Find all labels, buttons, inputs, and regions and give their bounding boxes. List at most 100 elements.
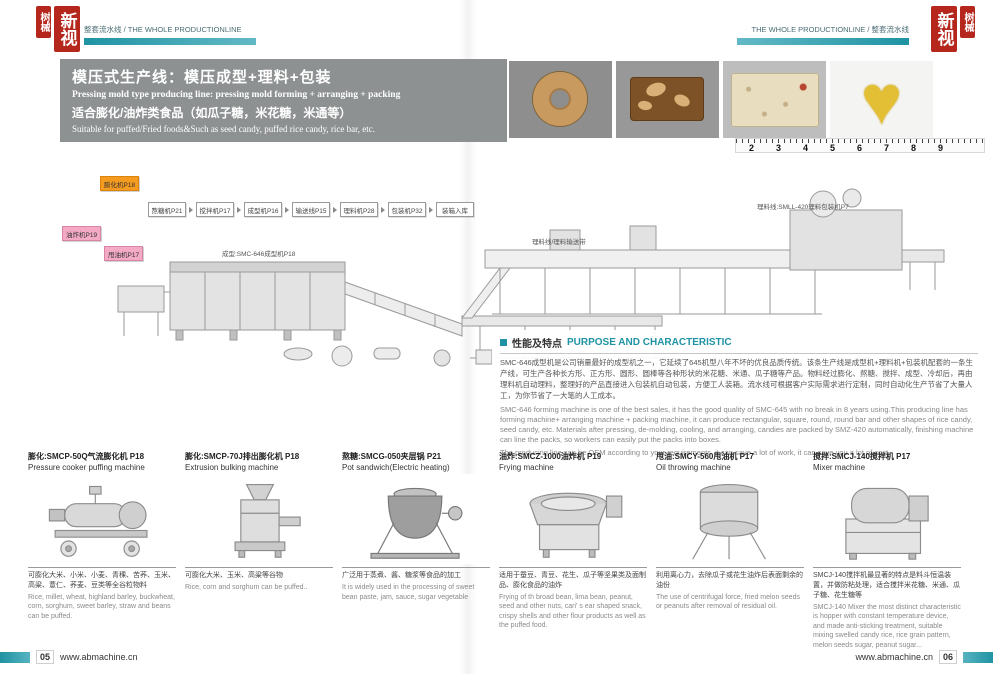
flow-step: 搅拌机P17 [196,202,234,217]
site-url-right: www.abmachine.cn [855,652,933,662]
flow-arrow-icon [285,206,289,213]
header-left-label: 整套流水线 / THE WHOLE PRODUCTIONLINE [84,25,242,34]
product-desc-en: The use of centrifugal force, fried melo… [656,593,800,611]
product-name-en: Mixer machine [813,463,866,473]
production-line-diagram: 膨化机P18 熬糖机P21 搅拌机P17 成型机P16 输送线P15 理料机P2… [30,158,960,450]
divider [499,567,647,569]
brand-seal-large: 新视 [931,6,957,52]
product-photo [656,474,804,565]
purpose-paragraph-en-1: SMC-646 forming machine is one of the be… [500,404,974,444]
flow-arrow-icon [189,206,193,213]
flow-box-puffing: 膨化机P18 [100,176,140,191]
purpose-title-en: PURPOSE AND CHARACTERISTIC [567,337,732,348]
product-card-puffing-machine: 膨化:SMCP-50Q气流膨化机 P18 Pressure cooker puf… [28,452,176,650]
ruler-strip: 23456789 [735,138,985,153]
millet-heart-shape: ♥ [860,61,903,138]
product-card-extrusion-machine: 膨化:SMCP-70J排出膨化机 P18 Extrusion bulking m… [185,452,333,650]
product-caption: 膨化:SMCP-70J排出膨化机 P18 [185,452,300,461]
frying-machine-photo [529,492,623,559]
product-desc-cn: 可膨化大米、小米、小麦、青稞、苦荞、玉米、高粱、薏仁、荞麦、豆类等全谷粒物料 [28,572,175,590]
product-name-en: Pressure cooker puffing machine [28,463,145,473]
products-row: 膨化:SMCP-50Q气流膨化机 P18 Pressure cooker puf… [28,452,965,650]
purpose-section: 性能及特点 PURPOSE AND CHARACTERISTIC SMC-646… [492,330,986,463]
divider [342,567,490,569]
product-desc-en: Frying of th broad bean, lima bean, pean… [499,593,646,630]
brand-seal-small: 树械 [36,6,51,38]
mixer-machine-photo [845,488,929,561]
ruler-numbers: 23456789 [749,143,966,153]
header-right: THE WHOLE PRODUCTIONLINE / 整套流水线 [737,24,909,45]
header-left: 整套流水线 / THE WHOLE PRODUCTIONLINE [84,24,256,45]
flow-arrow-icon [237,206,241,213]
product-card-oil-throwing-machine: 甩油:SMCY-560甩油机 P17 Oil throwing machine … [656,452,804,650]
product-desc-en: Rice, corn and sorghum can be puffed.. [185,584,308,592]
pressure-cooker-puffing-machine-photo [48,486,148,558]
flowchart-steps-row: 熬糖机P21 搅拌机P17 成型机P16 输送线P15 理料机P28 包装机P3… [148,202,474,217]
extrusion-bulking-machine-photo [234,484,301,559]
purpose-paragraph-cn: SMC-646成型机是公司销量最好的成型机之一，它延续了645机型八年不坏的优良… [500,358,973,400]
page-subtitle-en: Suitable for puffed/Fried foods&Such as … [72,124,376,134]
product-photo [28,474,176,565]
purpose-paragraph-en-2: The producing line can be OEM according … [500,448,891,457]
footer-accent-bar [0,651,30,663]
product-name-en: Extrusion bulking machine [185,463,279,473]
square-bullet-icon [500,339,507,346]
page-subtitle-cn: 适合膨化/油炸类食品（如瓜子糖，米花糖，米通等） [72,106,352,120]
product-desc-en: Rice, millet, wheat, highland barley, bu… [28,593,175,620]
divider [656,567,804,569]
jacketed-pot-photo [370,488,463,560]
flow-step: 熬糖机P21 [148,202,186,217]
page-number-right: 06 [938,650,957,664]
page-title-en: Pressing mold type producing line: press… [72,90,401,100]
product-caption: 膨化:SMCP-50Q气流膨化机 P18 [28,452,145,461]
flow-box-oil-throwing: 甩油机P17 [104,246,144,261]
photo-rice-bar [723,61,826,138]
photo-seed-candy-ring [509,61,612,138]
footer-left: 05 www.abmachine.cn [0,650,138,664]
oil-throwing-machine-photo [692,484,766,560]
flow-arrow-icon [429,206,433,213]
product-photo [185,474,333,565]
production-line-drawing [117,188,945,367]
ruler-ticks [736,139,984,143]
divider [28,567,176,569]
flow-step: 输送线P15 [292,202,330,217]
diagram-label-forming-machine: 成型:SMC-646成型机P18 [222,251,296,258]
divider [813,567,961,569]
product-desc-cn: 广泛用于蒸煮、酱、糖浆等食品的加工 [342,572,461,580]
purpose-heading: 性能及特点 PURPOSE AND CHARACTERISTIC [500,335,978,354]
seed-candy-ring-shape [533,72,587,126]
product-photo [813,474,961,565]
page-number-left: 05 [36,650,55,664]
header-right-label: THE WHOLE PRODUCTIONLINE / 整套流水线 [751,25,909,34]
header-left-accent-bar [84,38,256,45]
flow-arrow-icon [333,206,337,213]
product-card-frying-machine: 油炸:SMCZ-1000油炸机 P19 Frying machine 适 [499,452,647,650]
product-caption: 搅拌:SMCJ-140搅拌机 P17 [813,452,911,461]
photo-almond-candy [616,61,719,138]
product-desc-en: SMCJ-140 Mixer the most distinct charact… [813,603,961,649]
site-url-left: www.abmachine.cn [60,652,138,662]
brand-seal-right: 新视 树械 [931,6,975,52]
product-desc-cn: 适用于蚕豆、青豆、花生、瓜子等坚果类及面制品、膨化食品的油炸 [499,572,646,590]
product-photo [499,474,647,565]
brand-seal-left: 树械 新视 [36,6,80,52]
product-photo [342,474,490,565]
purpose-title-cn: 性能及特点 [512,339,562,350]
product-card-mixer-machine: 搅拌:SMCJ-140搅拌机 P17 Mixer machine SMCJ-14… [813,452,961,650]
diagram-label-conveyor: 理料线/理料输送带 [532,239,586,246]
product-caption: 油炸:SMCZ-1000油炸机 P19 [499,452,602,461]
footer-right: www.abmachine.cn 06 [855,650,993,664]
product-desc-en: It is widely used in the processing of s… [342,584,475,601]
photo-millet-heart: ♥ [830,61,933,138]
title-banner: 模压式生产线：模压成型+理料+包装 Pressing mold type pro… [60,59,507,142]
diagram-label-arranging-line: 理料线:SMLL-420理料包装机P7 [757,204,849,211]
rice-bar-shape [731,73,819,127]
brand-seal-large: 新视 [54,6,80,52]
product-caption: 甩油:SMCY-560甩油机 P17 [656,452,754,461]
flow-step: 装箱入库 [436,202,474,217]
footer-accent-bar [963,651,993,663]
page-title-cn: 模压式生产线：模压成型+理料+包装 [72,69,332,86]
flow-step: 理料机P28 [340,202,378,217]
